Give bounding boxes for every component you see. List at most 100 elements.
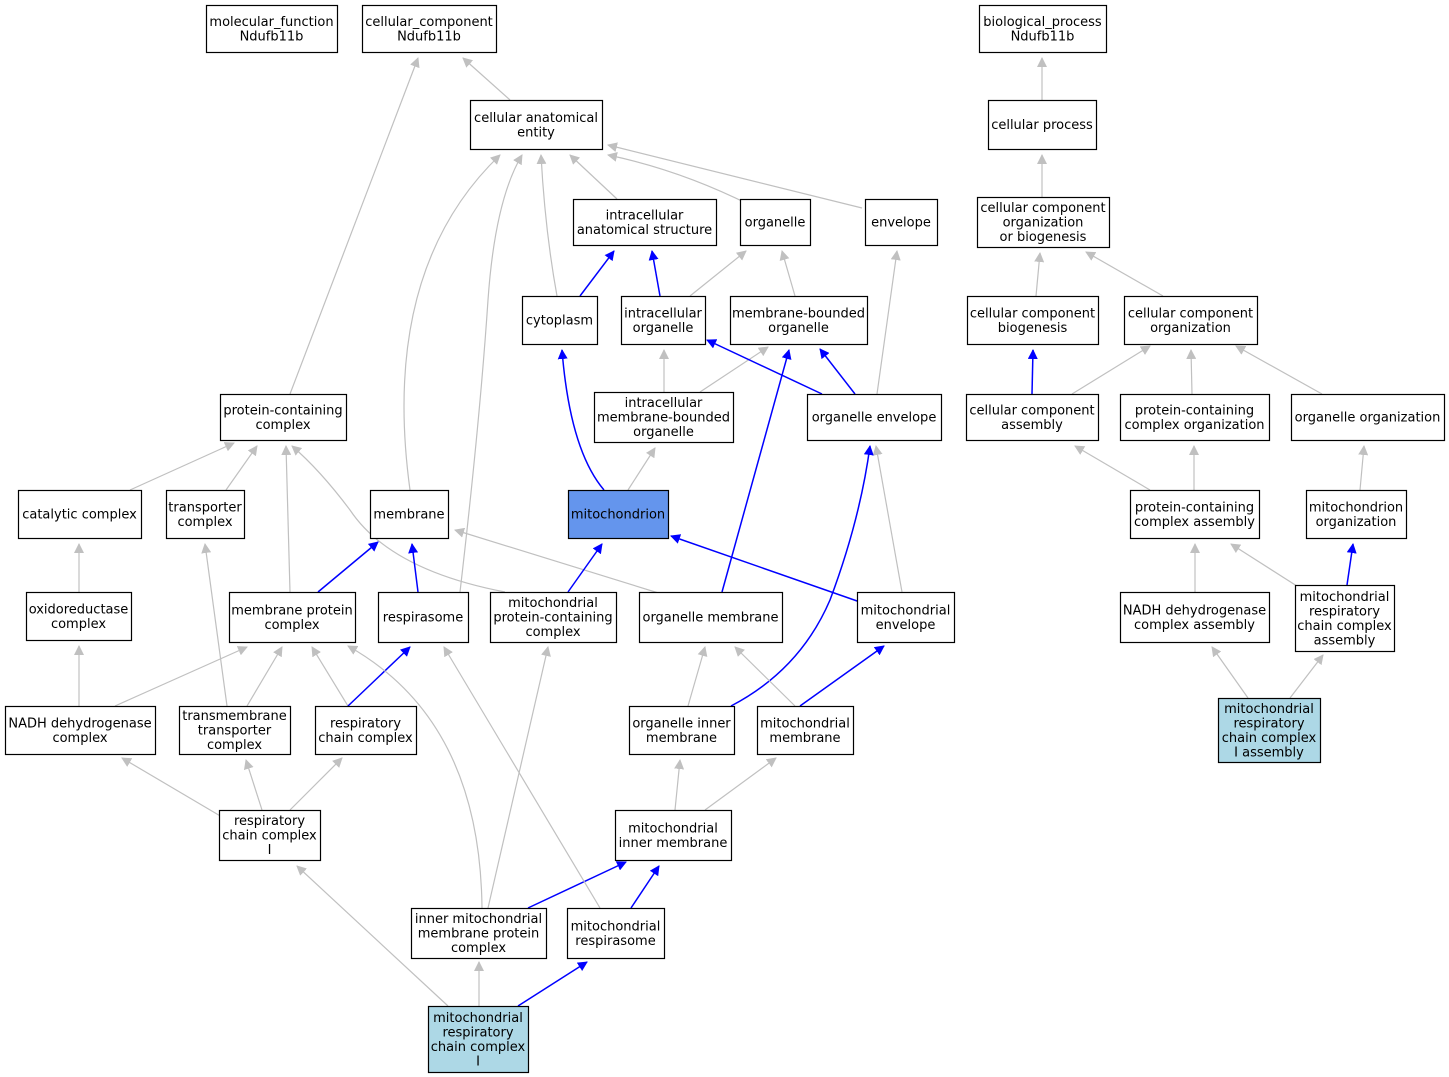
term-box [987,99,1098,151]
edge-rcc1-to-ndhc-is-a [121,757,223,818]
term-node-resp[interactable]: respirasome [377,591,470,644]
term-label-line: mitochondrial [760,716,850,731]
term-label-line: organelle membrane [642,611,778,626]
edge-cae-to-cc-is-a [462,57,511,101]
edge-pca-to-cca-is-a [1074,445,1151,491]
term-label-line: cellular anatomical [474,111,598,126]
edge-rcc-to-mpc-is-a [311,646,349,707]
term-box [4,705,157,756]
term-label-line: respirasome [575,934,655,949]
term-label-line: Ndufb11b [1011,29,1075,44]
term-box [314,705,418,756]
edge-ndhc-to-mpc-is-a [114,646,248,707]
term-label-line: complex assembly [1134,515,1255,530]
term-label-line: membrane [646,731,717,746]
term-label-line: biogenesis [998,321,1068,336]
term-node-oo[interactable]: organelle organization [1290,393,1446,442]
term-label-line: biological_process [983,15,1102,30]
edges-layer [74,57,1369,1007]
term-box [361,4,498,54]
edge-rcc1-to-ttc-is-a [243,759,263,811]
term-label-line: respiratory [1233,716,1304,731]
term-label-line: respiratory [330,716,401,731]
term-node-org[interactable]: organelle [739,198,812,247]
term-node-oe[interactable]: organelle envelope [806,393,943,442]
term-label-line: inner mitochondrial [415,912,542,927]
term-label-line: NADH dehydrogenase [8,716,151,731]
term-node-mem[interactable]: membrane [369,489,450,540]
edge-mim-to-mm-is-a [704,757,777,811]
term-label-line: organization [1003,216,1084,231]
edge-cca-to-cco-is-a [1071,345,1151,395]
term-box [756,705,855,756]
edge-ccb-to-ccob-is-a [1034,252,1045,297]
term-label-line: complex [255,418,310,433]
edge-env-to-cae-is-a [607,142,863,209]
term-label-line: entity [517,125,555,140]
term-box [566,907,666,960]
edge-io-to-org-is-a [689,250,747,297]
term-label-line: respiratory [234,814,305,829]
term-node-cat[interactable]: catalytic complex [17,489,143,540]
term-label-line: NADH dehydrogenase [1123,603,1266,618]
edge-ias-to-cae-is-a [569,154,618,200]
term-node-env[interactable]: envelope [864,198,939,247]
term-node-om[interactable]: organelle membrane [638,591,784,644]
term-label-line: complex [51,617,106,632]
edge-cyto-to-ias-part-of [579,250,615,297]
edge-tc-to-pcc-is-a [225,445,258,491]
term-label-line: mitochondrion [571,508,665,523]
edge-mrcc1a-to-ndhca-is-a [1211,646,1249,699]
term-label-line: membrane-bounded [597,411,730,426]
term-node-cp[interactable]: cellular process [987,99,1098,151]
term-box [165,489,246,540]
term-label-line: cellular component [969,403,1094,418]
term-node-mito[interactable]: mitochondrion [567,489,670,540]
term-label-line: cytoplasm [526,314,593,329]
term-node-cyto[interactable]: cytoplasm [521,295,599,346]
term-label-line: mitochondrial [861,603,951,618]
edge-mem-to-cae-is-a [403,154,501,491]
term-label-line: complex [264,618,319,633]
term-box [1119,393,1271,442]
term-label-line: respiratory [442,1025,513,1040]
term-label-line: cellular component [980,201,1105,216]
term-box [976,196,1111,249]
term-box [567,489,670,540]
term-label-line: or biogenesis [1000,230,1087,245]
